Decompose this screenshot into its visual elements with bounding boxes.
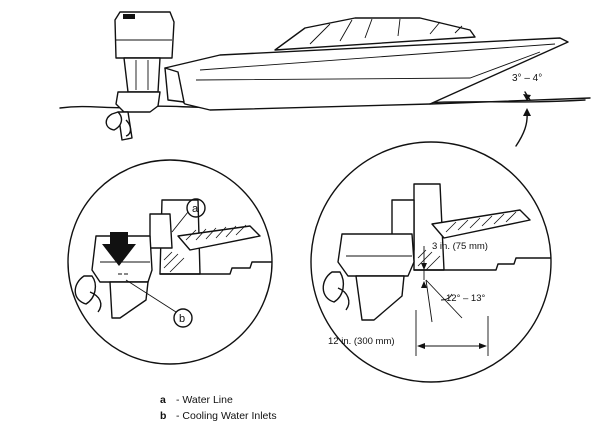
depth-dimension-label: 3 in. (75 mm) [432,241,488,252]
outboard-cowling [114,11,175,59]
callout-b-label: b [179,313,185,325]
legend-key-a: a [160,394,166,406]
callout-b-circle [173,308,193,328]
gearcase-lower [109,281,149,319]
legend-item-b: b - Cooling Water Inlets [160,410,420,422]
hull-bottom-profile-right [413,257,551,271]
detail-circle-right-outline [310,141,552,383]
legend-key-b: b [160,410,167,422]
engine-badge [123,14,135,19]
gearcase [115,91,161,113]
legend-label-a: - Water Line [176,394,233,406]
boat-hull [164,37,569,111]
callout-b-leader [125,279,177,313]
mounting-bracket [149,213,173,249]
setback-extension-lines [415,310,489,356]
hull-section-right [431,209,531,239]
trim-arc [515,111,528,147]
propeller-detail-right [322,271,350,311]
hull-bottom-profile [159,261,272,275]
angle-arc [440,293,453,301]
outboard-lower-unit-right [337,233,415,277]
detail-circle-water-line: a b [67,159,273,365]
legend-label-b: - Cooling Water Inlets [176,410,277,422]
gearcase-lower-right [355,275,405,321]
transom [164,67,185,103]
keel-extension-line [429,97,591,105]
callout-a-circle [186,198,206,218]
angle-ref-line [425,279,433,323]
boat-illustration: 3° – 4° [59,11,591,147]
propeller [105,111,132,137]
angle-line [425,279,463,319]
trim-angle-label: 3° – 4° [512,73,542,84]
water-line-arrow [102,232,136,266]
setback-dimension-label: 12 in. (300 mm) [328,336,395,347]
legend-item-a: a - Water Line [160,394,420,406]
outboard-midsection [123,57,161,93]
windshield [274,17,476,51]
propeller-detail-left [74,275,102,313]
detail-circle-mounting-height: 3 in. (75 mm) 12° – 13° 12 in. (300 mm) [310,141,552,383]
callout-a-label: a [192,203,199,215]
angle-label: 12° – 13° [446,293,485,304]
callout-a-leader [171,211,189,233]
